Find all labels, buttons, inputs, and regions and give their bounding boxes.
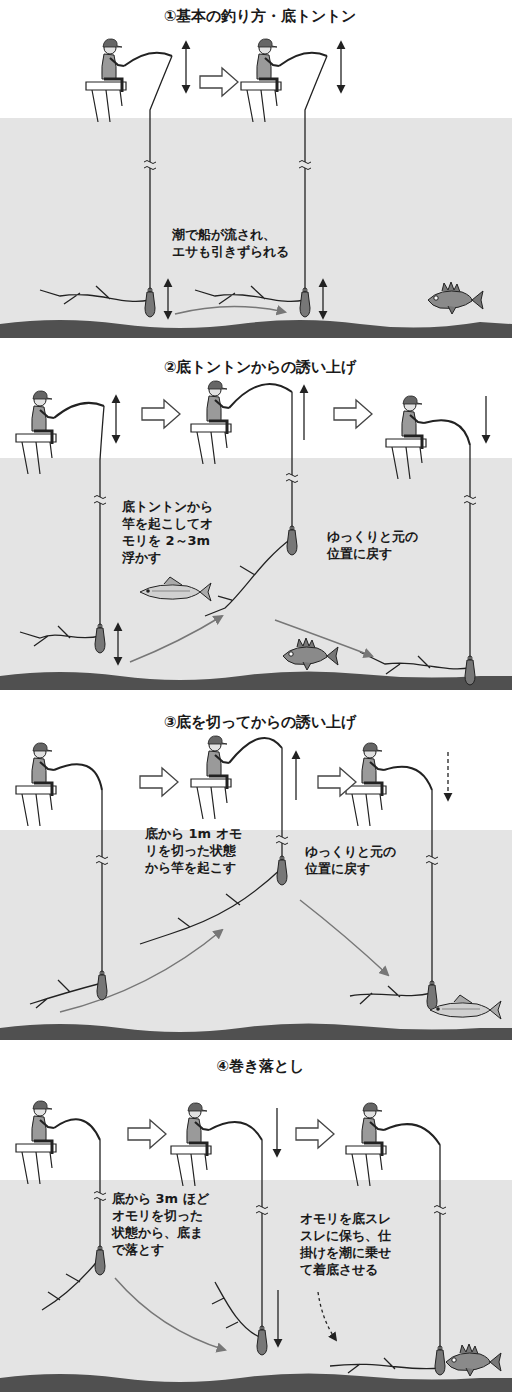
- panel-title: ④巻き落とし: [4, 1056, 512, 1076]
- panel-title: ①基本の釣り方・底トントン: [4, 6, 512, 26]
- note-text: オモリを底スレ スレに保ち、仕 掛けを潮に乗せ て着底させる: [300, 1210, 399, 1278]
- note-text: 底から 3m ほど オモリを切った 状態から、底ま で落とす: [112, 1190, 211, 1258]
- note-text: 潮で船が流され、 エサも引きずられる: [172, 226, 294, 260]
- panel-title: ②底トントンからの誘い上げ: [4, 357, 512, 377]
- note-text: ゆっくりと元の 位置に戻す: [327, 528, 426, 562]
- panel-title: ③底を切ってからの誘い上げ: [4, 712, 512, 732]
- note-text: 底トントンから 竿を起こしてオ モリを 2～3m 浮かす: [122, 498, 221, 566]
- note-text: ゆっくりと元の 位置に戻す: [305, 843, 404, 877]
- note-text: 底から 1m オモ リを切った状態 から竿を起こす: [145, 825, 244, 876]
